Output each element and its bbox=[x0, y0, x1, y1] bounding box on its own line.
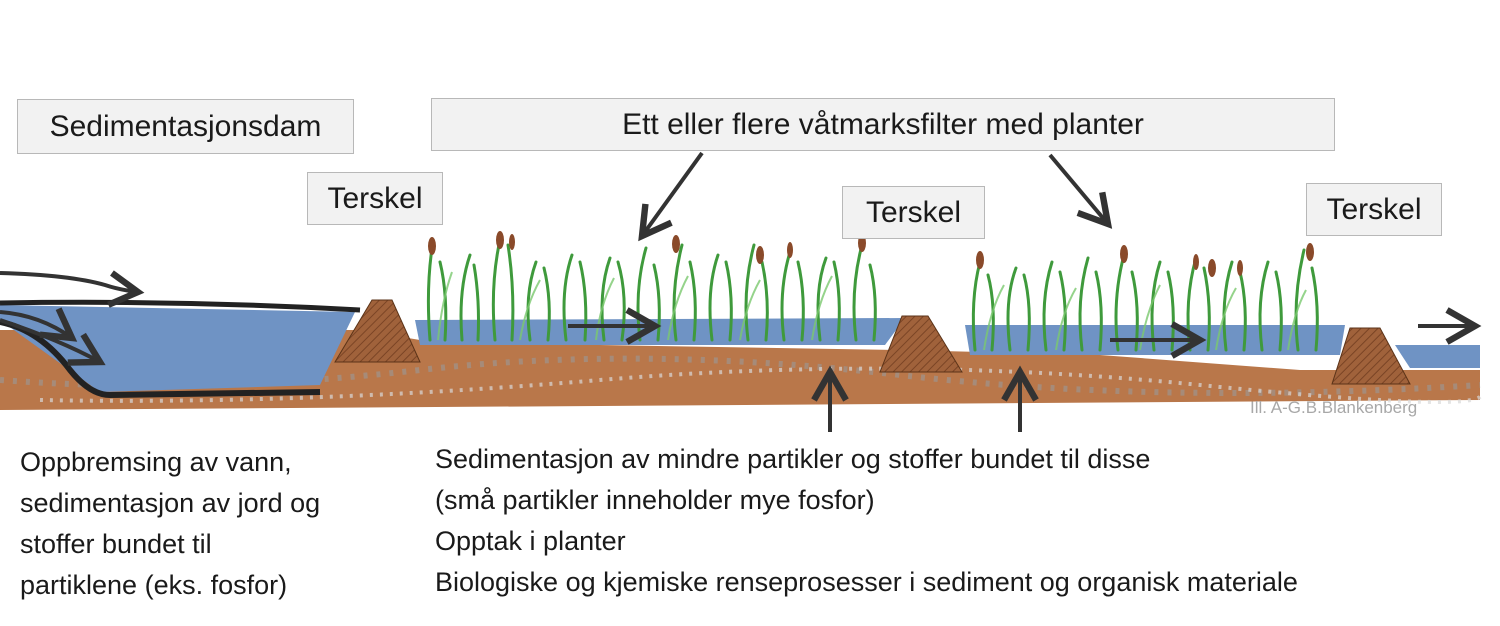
right-description-line: Biologiske og kjemiske renseprosesser i … bbox=[435, 567, 1298, 597]
outlet-water bbox=[1395, 345, 1480, 368]
right-description-line: Opptak i planter bbox=[435, 526, 626, 556]
illustration-credit: Ill. A-G.B.Blankenberg bbox=[1250, 398, 1418, 417]
threshold-dam-3 bbox=[1331, 327, 1411, 385]
right-description-line: (små partikler inneholder mye fosfor) bbox=[435, 485, 875, 515]
threshold-label-2: Terskel bbox=[842, 186, 985, 239]
wetland-plants-2-light bbox=[983, 284, 1307, 351]
threshold-label-3: Terskel bbox=[1306, 183, 1442, 236]
right-description-line: Sedimentasjon av mindre partikler og sto… bbox=[435, 444, 1151, 474]
right-description: Sedimentasjon av mindre partikler og sto… bbox=[435, 439, 1298, 603]
pointer-arrows bbox=[638, 151, 1113, 432]
threshold-label-1: Terskel bbox=[307, 172, 443, 225]
left-description-line: sedimentasjon av jord og bbox=[20, 488, 321, 518]
left-description-line: Oppbremsing av vann, bbox=[20, 447, 292, 477]
sedimentation-pond-label: Sedimentasjonsdam bbox=[17, 99, 354, 154]
flow-arrows bbox=[0, 270, 1482, 366]
wetland-filter-label: Ett eller flere våtmarksfilter med plant… bbox=[431, 98, 1335, 151]
wetland-plants-1 bbox=[426, 238, 877, 342]
pond-outline bbox=[0, 299, 361, 313]
left-description-line: partiklene (eks. fosfor) bbox=[20, 570, 288, 600]
left-description: Oppbremsing av vann, sedimentasjon av jo… bbox=[20, 442, 320, 606]
threshold-dam-2 bbox=[879, 315, 963, 373]
cattails-2 bbox=[976, 243, 1314, 277]
threshold-dam-1 bbox=[334, 299, 421, 363]
wetland-plants-1-light bbox=[437, 271, 833, 341]
left-description-line: stoffer bundet til bbox=[20, 529, 212, 559]
pond-water bbox=[0, 305, 355, 392]
